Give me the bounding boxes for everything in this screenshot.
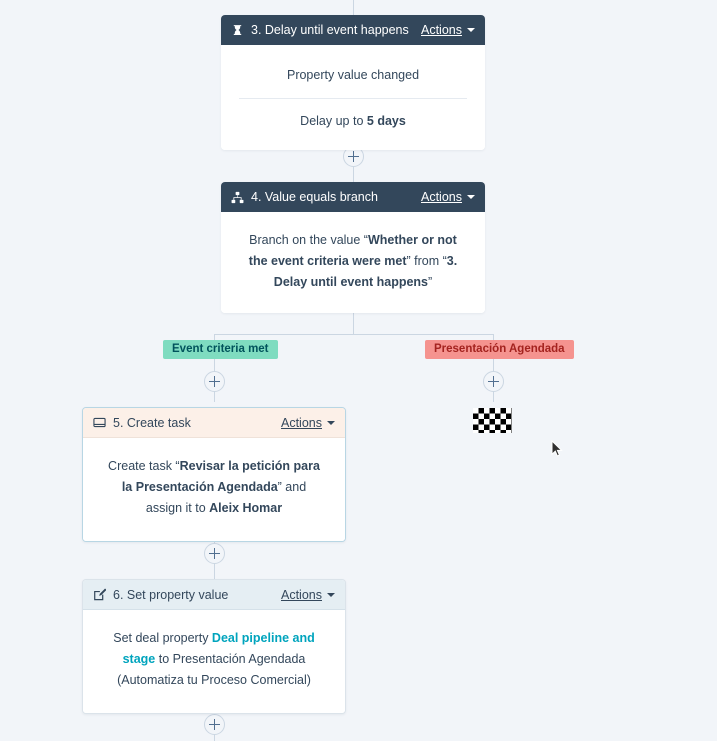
set-property-middle: to bbox=[155, 652, 173, 666]
delay-duration-value: 5 days bbox=[366, 114, 406, 128]
connector-split-horizontal bbox=[214, 334, 493, 335]
set-property-value: Presentación Agendada (Automatiza tu Pro… bbox=[117, 652, 311, 687]
broken-image-placeholder bbox=[473, 408, 512, 433]
hourglass-icon bbox=[230, 23, 244, 37]
mouse-cursor bbox=[551, 439, 563, 458]
actions-menu-create-task[interactable]: Actions bbox=[281, 416, 335, 430]
branch-source-step: 3. Delay until event happens bbox=[273, 254, 458, 289]
create-task-assignee: Aleix Homar bbox=[209, 501, 283, 515]
card-header-delay: 3. Delay until event happens Actions bbox=[221, 15, 485, 45]
actions-menu-branch[interactable]: Actions bbox=[421, 190, 475, 204]
connector-split-right-down bbox=[493, 334, 494, 402]
actions-menu-set-property[interactable]: Actions bbox=[281, 588, 335, 602]
card-title-branch: 4. Value equals branch bbox=[251, 190, 378, 204]
delay-duration-text: Delay up to 5 days bbox=[239, 99, 467, 134]
add-step-button-after-set-property[interactable] bbox=[204, 714, 225, 735]
chevron-down-icon bbox=[327, 592, 335, 597]
branch-property-name: Whether or not the event criteria were m… bbox=[248, 233, 457, 268]
branch-label-event-criteria-met[interactable]: Event criteria met bbox=[163, 340, 278, 359]
branch-label-text-right: Presentación Agendada bbox=[434, 343, 565, 355]
card-title-set-property: 6. Set property value bbox=[113, 587, 229, 602]
actions-menu-delay[interactable]: Actions bbox=[421, 23, 475, 37]
card-body-delay: Property value changed Delay up to 5 day… bbox=[221, 45, 485, 150]
delay-trigger-text: Property value changed bbox=[239, 59, 467, 99]
actions-label-set-property: Actions bbox=[281, 587, 322, 602]
create-task-prefix: Create task “ bbox=[108, 459, 180, 473]
card-title-create-task: 5. Create task bbox=[113, 415, 191, 430]
card-body-set-property: Set deal property Deal pipeline and stag… bbox=[83, 610, 345, 713]
actions-label-delay: Actions bbox=[421, 23, 462, 37]
connector-branch-to-split bbox=[353, 300, 354, 334]
add-step-button-after-create-task[interactable] bbox=[204, 543, 225, 564]
actions-label-create-task: Actions bbox=[281, 415, 322, 430]
create-task-name: Revisar la petición para la Presentación… bbox=[121, 459, 320, 494]
actions-label-branch: Actions bbox=[421, 190, 462, 204]
connector-line-top bbox=[353, 0, 354, 15]
add-step-button-branch-right[interactable] bbox=[483, 371, 504, 392]
delay-duration-prefix: Delay up to bbox=[300, 114, 367, 128]
chevron-down-icon bbox=[327, 420, 335, 425]
branch-text-middle: ” from “ bbox=[406, 254, 447, 268]
card-header-set-property: 6. Set property value Actions bbox=[83, 580, 345, 610]
create-task-middle: ” and assign it to bbox=[145, 480, 307, 515]
set-property-link[interactable]: Deal pipeline and stage bbox=[122, 631, 315, 666]
branch-text-prefix: Branch on the value “ bbox=[249, 233, 368, 247]
card-body-branch: Branch on the value “Whether or not the … bbox=[221, 212, 485, 313]
card-body-create-task: Create task “Revisar la petición para la… bbox=[83, 438, 345, 541]
task-icon bbox=[92, 416, 106, 430]
set-property-prefix: Set deal property bbox=[113, 631, 212, 645]
workflow-card-delay[interactable]: 3. Delay until event happens Actions Pro… bbox=[221, 15, 485, 150]
chevron-down-icon bbox=[467, 195, 475, 199]
workflow-card-branch[interactable]: 4. Value equals branch Actions Branch on… bbox=[221, 182, 485, 313]
branch-label-text-left: Event criteria met bbox=[172, 343, 269, 355]
chevron-down-icon bbox=[467, 28, 475, 32]
card-header-create-task: 5. Create task Actions bbox=[83, 408, 345, 438]
workflow-card-set-property[interactable]: 6. Set property value Actions Set deal p… bbox=[82, 579, 346, 714]
edit-square-icon bbox=[92, 588, 106, 602]
branch-icon bbox=[230, 190, 244, 204]
connector-split-left-down bbox=[214, 334, 215, 402]
card-title-delay: 3. Delay until event happens bbox=[251, 23, 409, 37]
workflow-card-create-task[interactable]: 5. Create task Actions Create task “Revi… bbox=[82, 407, 346, 542]
card-header-branch: 4. Value equals branch Actions bbox=[221, 182, 485, 212]
branch-label-presentacion-agendada[interactable]: Presentación Agendada bbox=[425, 340, 574, 359]
branch-text-suffix: ” bbox=[428, 275, 433, 289]
add-step-button-branch-left[interactable] bbox=[204, 371, 225, 392]
